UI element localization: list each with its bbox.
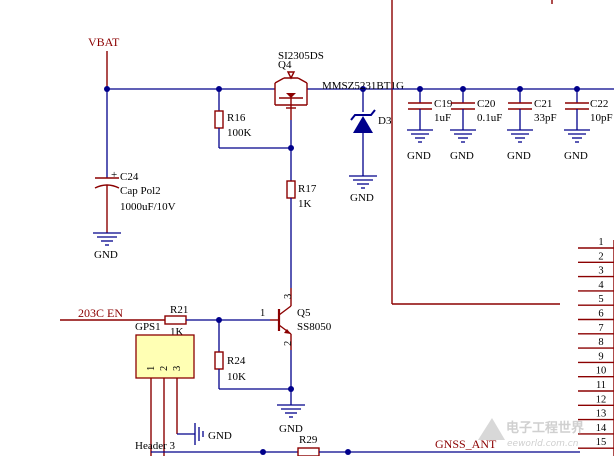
- q5-value: SS8050: [297, 321, 332, 333]
- d3-ref: D3: [378, 115, 392, 127]
- resistor-r16: R16 100K: [214, 89, 291, 149]
- q4-ref: Q4: [278, 59, 292, 71]
- r24-ref: R24: [227, 355, 246, 367]
- ground-label: GND: [350, 192, 374, 204]
- c20-ref: C20: [477, 98, 496, 110]
- ground-label: GND: [279, 423, 303, 435]
- r17-ref: R17: [298, 183, 317, 195]
- c19-ref: C19: [434, 98, 453, 110]
- ground-symbol: GND: [349, 175, 377, 204]
- d3-value: MMSZ5231BT1G: [322, 80, 404, 92]
- r29-ref: R29: [299, 434, 318, 446]
- capacitor-c21: C21 33pF GND: [507, 89, 557, 162]
- svg-text:+: +: [111, 169, 117, 181]
- module-outline: [391, 0, 560, 305]
- vbat-net: VBAT: [88, 35, 392, 92]
- q5-ref: Q5: [297, 307, 311, 319]
- c24-ref: C24: [120, 171, 139, 183]
- connector-pin-number: 2: [598, 251, 603, 262]
- connector-pin-number: 9: [598, 351, 603, 362]
- resistor-r29: R29 GNSS_ANT: [151, 434, 580, 456]
- capacitor-c20: C20 0.1uF GND: [450, 89, 502, 162]
- zener-d3: D3 MMSZ5231BT1G: [322, 80, 404, 176]
- gps1-pin-1: 1: [146, 366, 157, 371]
- gps1-value: Header 3: [135, 440, 176, 452]
- ground-label: GND: [94, 249, 118, 261]
- c22-value: 10pF: [590, 112, 613, 124]
- c24-value: Cap Pol2: [120, 185, 161, 197]
- junction-dot: [288, 386, 294, 392]
- ground-symbol: GND: [93, 232, 121, 261]
- junction-dot: [345, 449, 351, 455]
- r21-ref: R21: [170, 304, 188, 316]
- transistor-q5: 1 3 2 Q5 SS8050: [260, 288, 332, 350]
- ground-symbol: GND: [277, 404, 305, 435]
- gps1-pin-3: 3: [172, 366, 183, 371]
- connector-pin-number: 1: [598, 237, 603, 248]
- q5-pin-collector: 3: [283, 294, 294, 299]
- mosfet-q4: SI2305DS Q4: [274, 50, 324, 120]
- vbat-label: VBAT: [88, 35, 120, 49]
- gnss-ant-label: GNSS_ANT: [435, 437, 497, 451]
- r17-value: 1K: [298, 198, 312, 210]
- c21-value: 33pF: [534, 112, 557, 124]
- decoupling-caps: [392, 86, 614, 92]
- junction-dot: [288, 145, 294, 151]
- watermark-url: eeworld.com.cn: [507, 439, 579, 449]
- q5-pin-emitter: 2: [283, 341, 294, 346]
- connector-pin-number: 4: [598, 280, 604, 291]
- gps1-ref: GPS1: [135, 321, 161, 333]
- junction-dot: [260, 449, 266, 455]
- capacitor-c19: C19 1uF GND: [407, 89, 453, 162]
- capacitor-c24: + C24 Cap Pol2 1000uF/10V: [94, 89, 176, 233]
- q4-value: SI2305DS: [278, 50, 324, 62]
- resistor-r17: R17 1K: [286, 180, 317, 288]
- connector-pin-number: 5: [598, 294, 603, 305]
- connector-pin-number: 13: [596, 409, 607, 420]
- q5-pin-base: 1: [260, 308, 265, 319]
- connector-pin-number: 6: [598, 309, 603, 320]
- connector-pin-number: 10: [596, 366, 607, 377]
- watermark-logo-icon: [478, 418, 505, 440]
- connector-pin-number: 3: [598, 266, 603, 277]
- enable-net: 203C EN: [60, 306, 165, 321]
- watermark-text: 电子工程世界: [506, 420, 584, 436]
- c20-value: 0.1uF: [477, 112, 502, 124]
- header-gps1: GPS1 1 2 3 GND Header 3: [135, 321, 232, 456]
- ground-label: GND: [564, 150, 588, 162]
- ground-label: GND: [507, 150, 531, 162]
- connector-pin-number: 14: [596, 423, 607, 434]
- r24-value: 10K: [227, 371, 246, 383]
- connector-pin-number: 8: [598, 337, 603, 348]
- en-net-label: 203C EN: [78, 306, 123, 320]
- connector-pin-number: 12: [596, 394, 607, 405]
- connector-pin-number: 11: [596, 380, 606, 391]
- c24-rating: 1000uF/10V: [120, 201, 176, 213]
- connector-pin-number: 15: [596, 437, 607, 448]
- watermark: 电子工程世界 eeworld.com.cn: [478, 418, 584, 449]
- c19-value: 1uF: [434, 112, 451, 124]
- gps1-pin-2: 2: [159, 366, 170, 371]
- r16-value: 100K: [227, 127, 252, 139]
- c22-ref: C22: [590, 98, 608, 110]
- ground-label: GND: [450, 150, 474, 162]
- r16-ref: R16: [227, 112, 246, 124]
- c21-ref: C21: [534, 98, 552, 110]
- connector-pin-number: 7: [598, 323, 603, 334]
- ground-label: GND: [407, 150, 431, 162]
- resistor-r24: R24 10K: [214, 320, 291, 390]
- ground-label: GND: [208, 430, 232, 442]
- capacitor-c22: C22 10pF GND: [564, 89, 613, 162]
